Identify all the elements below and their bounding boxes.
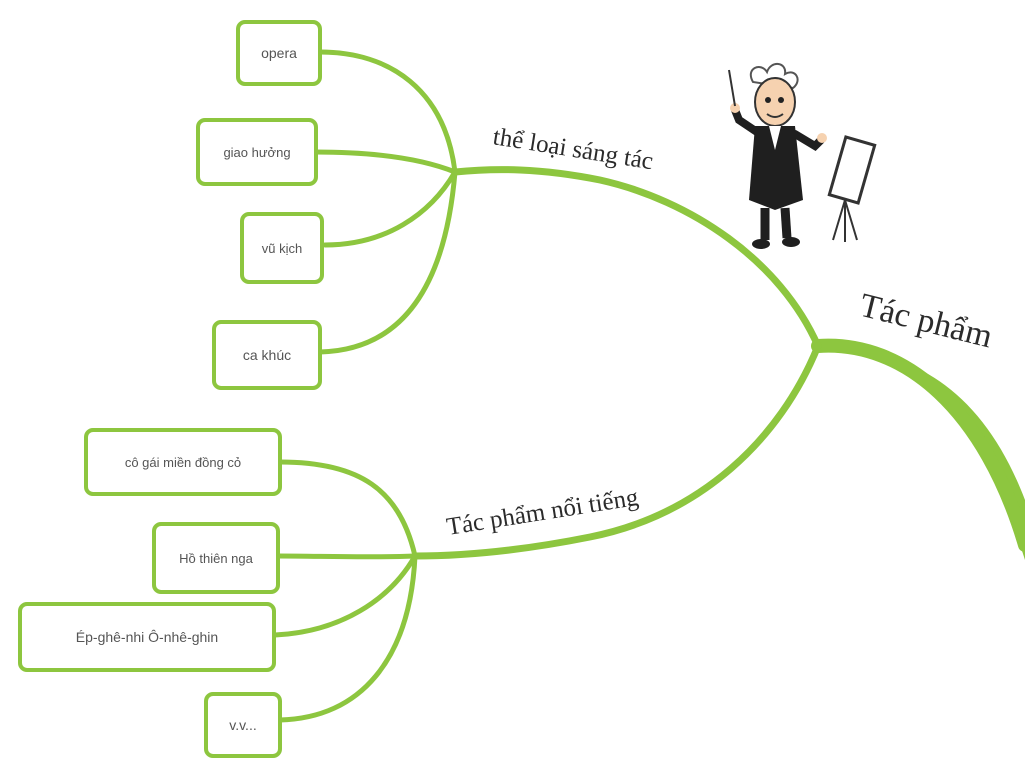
leaf-label: vũ kịch [261, 240, 303, 256]
branch-genres-stroke [451, 166, 822, 350]
root-label: Tác phẩm [856, 287, 996, 356]
connector-vu-kich [322, 169, 458, 248]
genres-connectors [312, 49, 458, 355]
leaf-giao-huong: giao hưởng [196, 118, 318, 186]
leaf-label: ca khúc [242, 347, 292, 363]
leaf-vu-kich: vũ kịch [240, 212, 324, 284]
connector-giao-huong [312, 149, 458, 175]
leaf-label: cô gái miền đồng cỏ [124, 454, 242, 470]
root-branch-stroke-main [811, 338, 1025, 552]
branch-famous-stroke [411, 342, 822, 560]
conductor-with-easel-icon [728, 63, 877, 249]
leaf-label: v.v... [229, 717, 257, 733]
famous-connectors [272, 459, 418, 723]
connector-opera [317, 49, 458, 175]
leaf-ca-khuc: ca khúc [212, 320, 322, 390]
leaf-label: opera [261, 45, 297, 61]
leaf-opera: opera [236, 20, 322, 86]
leaf-ep-ghe-nhi-o-nhe-ghin: Ép-ghê-nhi Ô-nhê-ghin [18, 602, 276, 672]
connector-co-gai [277, 459, 418, 559]
leaf-co-gai-mien-dong-co: cô gái miền đồng cỏ [84, 428, 282, 496]
leaf-label: Ép-ghê-nhi Ô-nhê-ghin [75, 629, 219, 645]
leaf-label: giao hưởng [223, 144, 291, 160]
leaf-vv: v.v... [204, 692, 282, 758]
connector-ca-khuc [317, 169, 458, 355]
connector-ep-ghe-nhi [272, 553, 418, 638]
connector-ho-thien-nga [275, 553, 418, 560]
connector-vv [277, 553, 418, 723]
leaf-label: Hồ thiên nga [179, 550, 253, 566]
leaf-ho-thien-nga: Hồ thiên nga [152, 522, 280, 594]
